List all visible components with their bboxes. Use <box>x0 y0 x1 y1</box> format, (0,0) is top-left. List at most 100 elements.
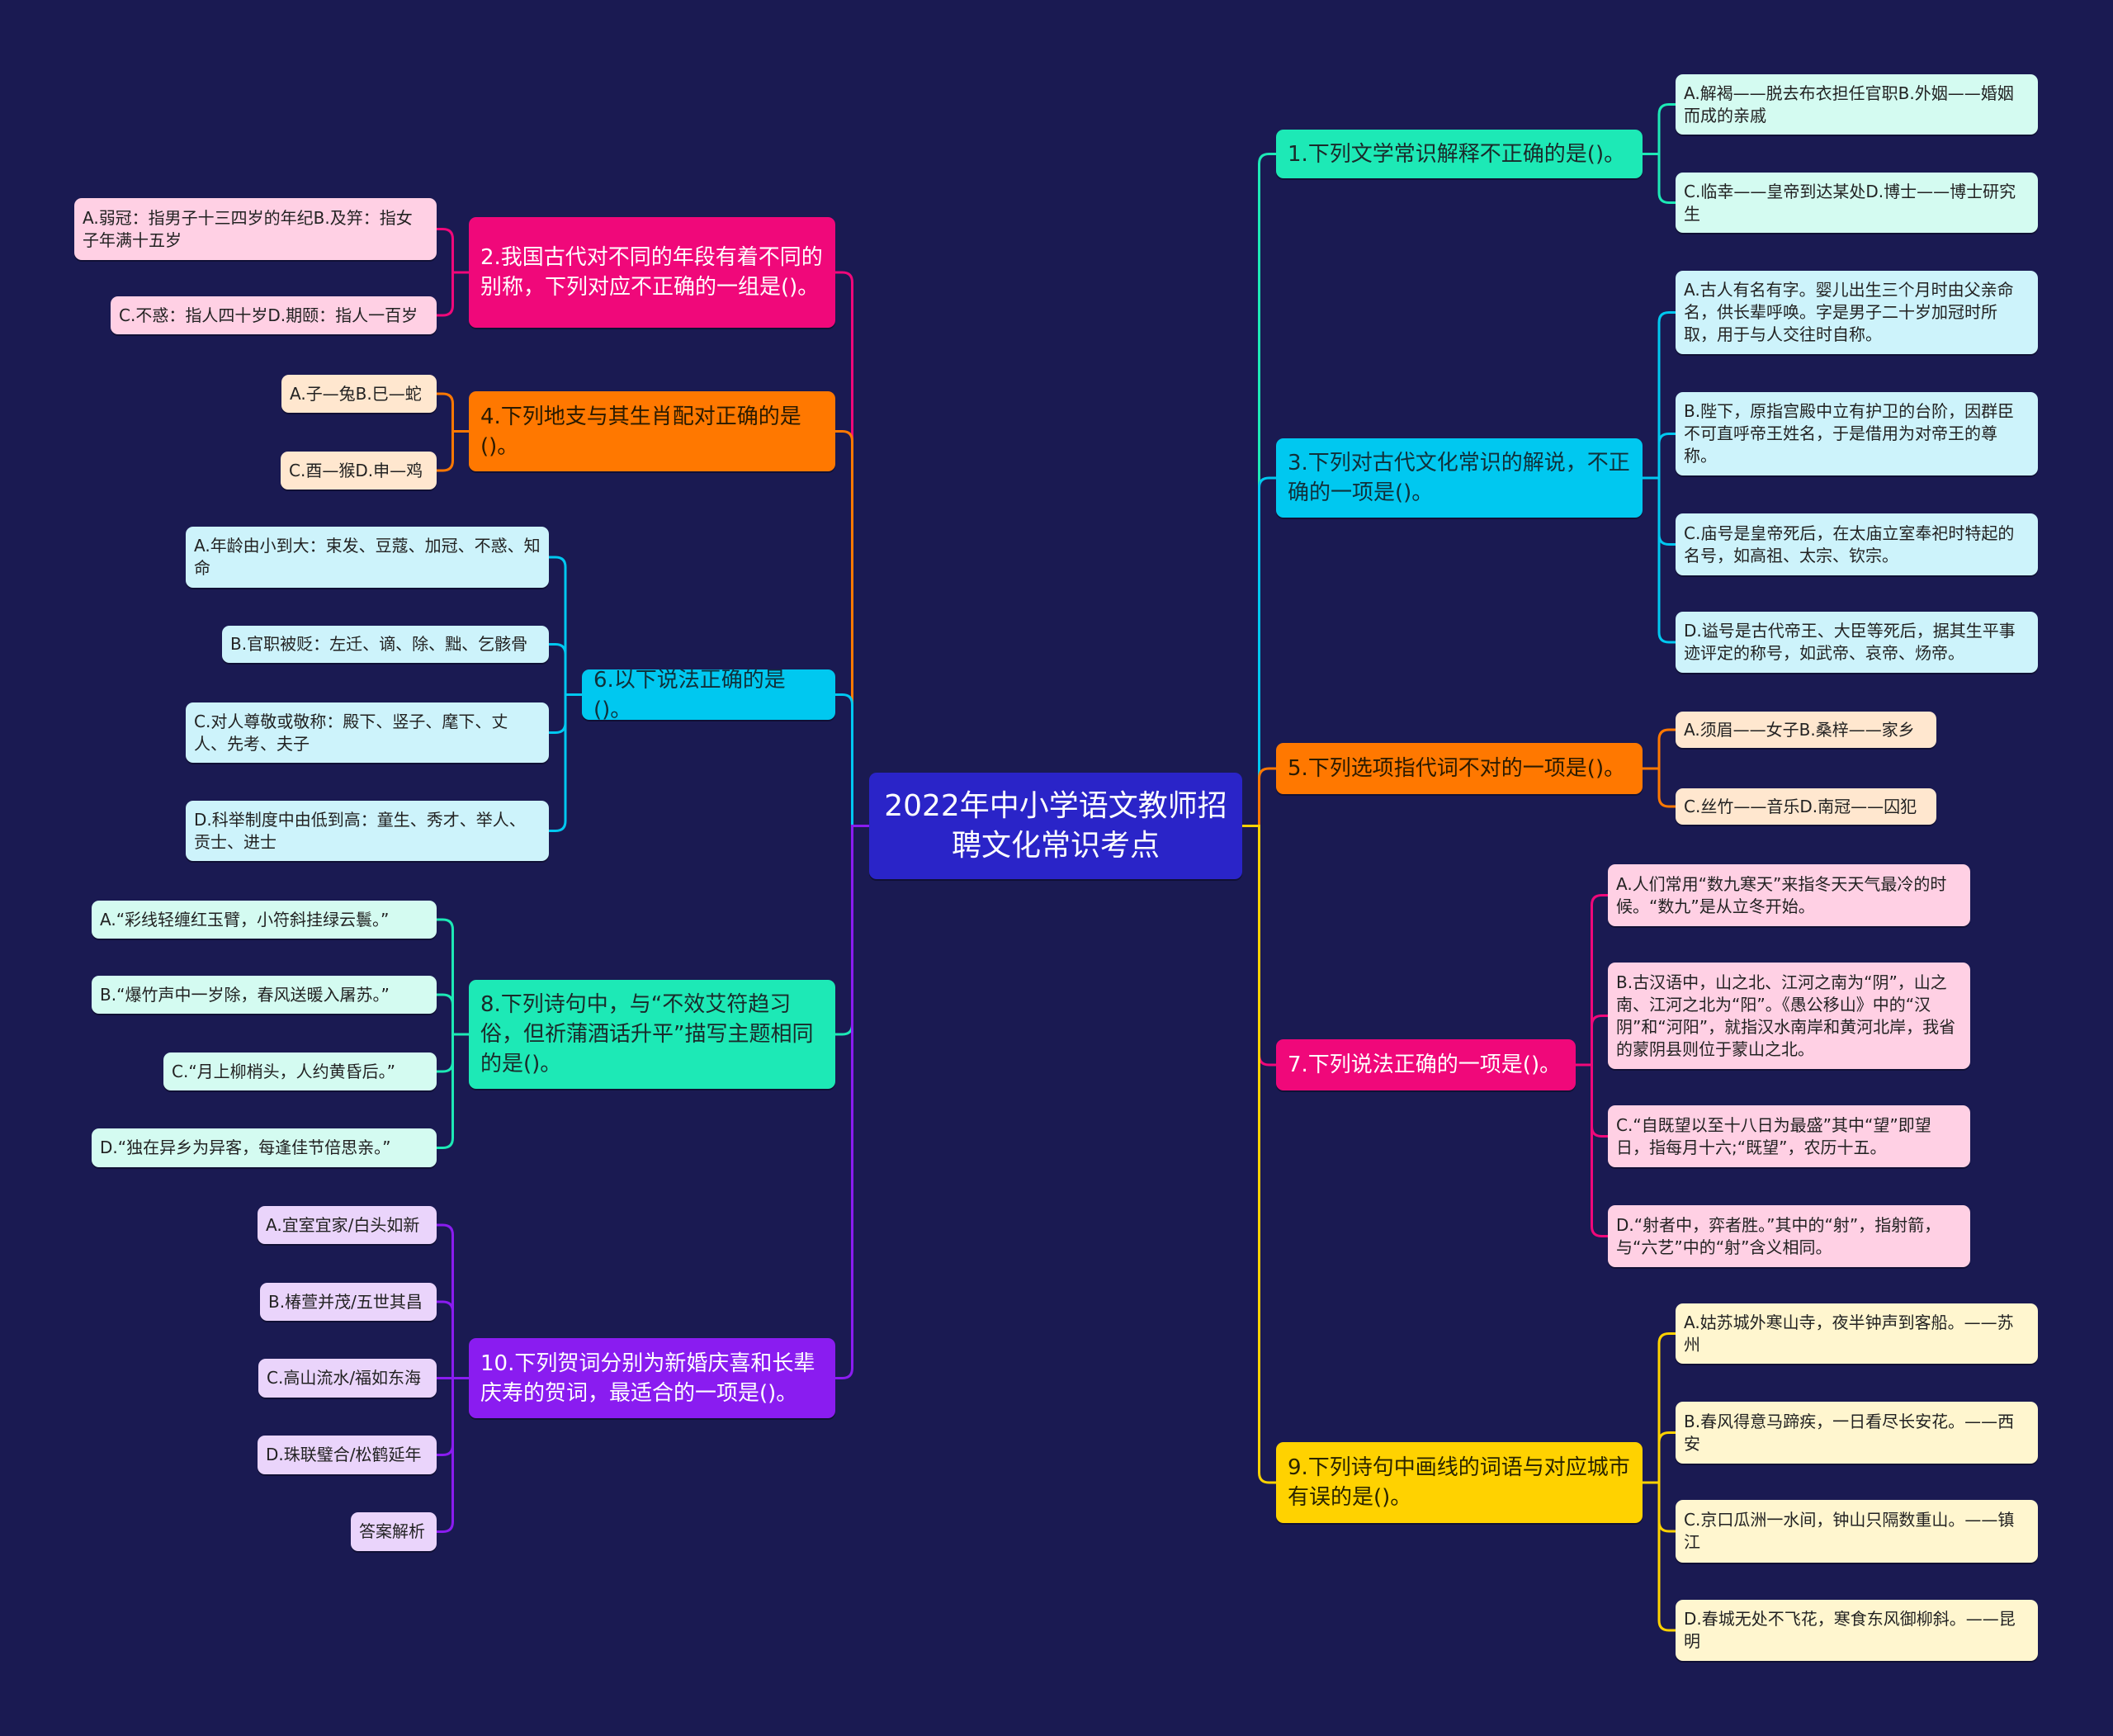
topic-label: 10.下列贺词分别为新婚庆喜和长辈庆寿的贺词，最适合的一项是()。 <box>480 1350 815 1406</box>
connector-line <box>1643 767 1676 808</box>
option-q1-ab[interactable]: A.解褐——脱去布衣担任官职B.外姻——婚姻而成的亲戚 <box>1676 74 2038 135</box>
topic-q8[interactable]: 8.下列诗句中，与“不效艾符趋习俗，但祈蒲酒话升平”描写主题相同的是()。 <box>469 980 835 1089</box>
option-q3-a[interactable]: A.古人有名有字。婴儿出生三个月时由父亲命名，供长辈呼唤。字是男子二十岁加冠时所… <box>1676 271 2038 354</box>
topic-q9[interactable]: 9.下列诗句中画线的词语与对应城市有误的是()。 <box>1276 1442 1643 1523</box>
option-q10-b[interactable]: B.椿萱并茂/五世其昌 <box>260 1283 437 1321</box>
option-label: A.“彩线轻缠红玉臂，小符斜挂绿云鬟。” <box>100 909 390 929</box>
option-q10-c[interactable]: C.高山流水/福如东海 <box>258 1359 437 1398</box>
connector-line <box>1643 1332 1676 1484</box>
topic-q3[interactable]: 3.下列对古代文化常识的解说，不正确的一项是()。 <box>1276 438 1643 518</box>
option-q9-d[interactable]: D.春城无处不飞花，寒食东风御柳斜。——昆明 <box>1676 1600 2038 1661</box>
option-q3-b[interactable]: B.陛下，原指宫殿中立有护卫的台阶，因群臣不可直呼帝王姓名，于是借用为对帝王的尊… <box>1676 392 2038 475</box>
connector-line <box>1643 476 1676 644</box>
option-q8-a[interactable]: A.“彩线轻缠红玉臂，小符斜挂绿云鬟。” <box>92 901 437 939</box>
topic-q4[interactable]: 4.下列地支与其生肖配对正确的是()。 <box>469 391 835 471</box>
option-label: C.“月上柳梢头，人约黄昏后。” <box>172 1061 396 1081</box>
connector-line <box>1242 825 1276 1484</box>
central-topic[interactable]: 2022年中小学语文教师招聘文化常识考点 <box>869 773 1242 879</box>
option-label: A.年龄由小到大：束发、豆蔻、加冠、不惑、知命 <box>194 536 541 578</box>
option-q5-cd[interactable]: C.丝竹——音乐D.南冠——囚犯 <box>1676 788 1936 825</box>
topic-label: 7.下列说法正确的一项是()。 <box>1288 1052 1562 1077</box>
connector-line <box>1242 767 1276 827</box>
option-q6-d[interactable]: D.科举制度中由低到高：童生、秀才、举人、贡士、进士 <box>186 801 549 861</box>
connector-line <box>835 825 869 1379</box>
option-q10-d[interactable]: D.珠联璧合/松鹤延年 <box>258 1436 437 1474</box>
option-label: C.临幸——皇帝到达某处D.博士——博士研究生 <box>1684 181 2016 224</box>
connector-line <box>1643 433 1676 480</box>
option-q9-c[interactable]: C.京口瓜洲一水间，钟山只隔数重山。——镇江 <box>1676 1500 2038 1563</box>
option-q8-b[interactable]: B.“爆竹声中一岁除，春风送暖入屠苏。” <box>92 976 437 1014</box>
option-label: C.“自既望以至十八日为最盛”其中“望”即望日，指每月十六;“既望”，农历十五。 <box>1616 1114 1931 1157</box>
connector-line <box>1576 1015 1608 1067</box>
connector-line <box>437 392 469 433</box>
option-q7-a[interactable]: A.人们常用“数九寒天”来指冬天天气最冷的时候。“数九”是从立冬开始。 <box>1608 864 1970 926</box>
option-q7-b[interactable]: B.古汉语中，山之北、江河之南为“阴”，山之南、江河之北为“阳”。《愚公移山》中… <box>1608 963 1970 1069</box>
option-q9-a[interactable]: A.姑苏城外寒山寺，夜半钟声到客船。——苏州 <box>1676 1303 2038 1364</box>
option-label: A.宜室宜家/白头如新 <box>266 1214 420 1235</box>
topic-label: 3.下列对古代文化常识的解说，不正确的一项是()。 <box>1288 451 1630 505</box>
option-label: D.“独在异乡为异客，每逢佳节倍思亲。” <box>100 1138 391 1157</box>
option-q7-c[interactable]: C.“自既望以至十八日为最盛”其中“望”即望日，指每月十六;“既望”，农历十五。 <box>1608 1105 1970 1167</box>
option-label: A.须眉——女子B.桑梓——家乡 <box>1684 719 1915 740</box>
topic-q2[interactable]: 2.我国古代对不同的年段有着不同的别称，下列对应不正确的一组是()。 <box>469 217 835 328</box>
topic-label: 9.下列诗句中画线的词语与对应城市有误的是()。 <box>1288 1455 1630 1510</box>
connector-line <box>437 1377 469 1533</box>
connector-line <box>835 430 869 827</box>
option-label: A.古人有名有字。婴儿出生三个月时由父亲命名，供长辈呼唤。字是男子二十岁加冠时所… <box>1684 280 2014 344</box>
option-q3-d[interactable]: D.谥号是古代帝王、大臣等死后，据其生平事迹评定的称号，如武帝、哀帝、炀帝。 <box>1676 612 2038 673</box>
option-label: D.春城无处不飞花，寒食东风御柳斜。——昆明 <box>1684 1609 2016 1651</box>
answer-analysis-node[interactable]: 答案解析 <box>351 1512 437 1551</box>
option-q6-c[interactable]: C.对人尊敬或敬称：殿下、竖子、麾下、丈人、先考、夫子 <box>186 702 549 763</box>
topic-label: 2.我国古代对不同的年段有着不同的别称，下列对应不正确的一组是()。 <box>480 245 823 300</box>
option-label: C.京口瓜洲一水间，钟山只隔数重山。——镇江 <box>1684 1510 2015 1552</box>
connector-line <box>437 430 469 472</box>
option-q4-ab[interactable]: A.子—兔B.巳—蛇 <box>281 375 437 413</box>
connector-line <box>1643 1431 1676 1484</box>
option-q2-ab[interactable]: A.弱冠：指男子十三四岁的年纪B.及笄：指女子年满十五岁 <box>74 198 437 260</box>
topic-q5[interactable]: 5.下列选项指代词不对的一项是()。 <box>1276 743 1643 794</box>
connector-line <box>1576 894 1608 1067</box>
option-label: D.“射者中，弈者胜。”其中的“射”，指射箭，与“六艺”中的“射”含义相同。 <box>1616 1214 1941 1257</box>
option-label: C.高山流水/福如东海 <box>267 1368 422 1388</box>
option-q6-b[interactable]: B.官职被贬：左迁、谪、除、黜、乞骸骨 <box>222 626 549 663</box>
option-label: D.谥号是古代帝王、大臣等死后，据其生平事迹评定的称号，如武帝、哀帝、炀帝。 <box>1684 621 2016 663</box>
option-q8-c[interactable]: C.“月上柳梢头，人约黄昏后。” <box>163 1052 437 1090</box>
option-q2-cd[interactable]: C.不惑：指人四十岁D.期颐：指人一百岁 <box>111 296 437 334</box>
connector-line <box>437 271 469 317</box>
option-label: B.春风得意马蹄疾，一日看尽长安花。——西安 <box>1684 1411 2015 1454</box>
option-q10-a[interactable]: A.宜室宜家/白头如新 <box>258 1206 437 1244</box>
option-q1-cd[interactable]: C.临幸——皇帝到达某处D.博士——博士研究生 <box>1676 173 2038 233</box>
connector-line <box>437 1223 469 1379</box>
option-label: A.姑苏城外寒山寺，夜半钟声到客船。——苏州 <box>1684 1312 2014 1355</box>
option-q6-a[interactable]: A.年龄由小到大：束发、豆蔻、加冠、不惑、知命 <box>186 527 549 588</box>
option-label: 答案解析 <box>359 1521 425 1541</box>
topic-label: 8.下列诗句中，与“不效艾符趋习俗，但祈蒲酒话升平”描写主题相同的是()。 <box>480 992 814 1076</box>
option-q7-d[interactable]: D.“射者中，弈者胜。”其中的“射”，指射箭，与“六艺”中的“射”含义相同。 <box>1608 1205 1970 1267</box>
topic-q7[interactable]: 7.下列说法正确的一项是()。 <box>1276 1039 1576 1090</box>
connector-line <box>1242 476 1276 827</box>
option-q5-ab[interactable]: A.须眉——女子B.桑梓——家乡 <box>1676 712 1936 748</box>
option-q4-cd[interactable]: C.酉—猴D.申—鸡 <box>281 452 437 490</box>
topic-q6[interactable]: 6.以下说法正确的是()。 <box>582 668 835 722</box>
option-q3-c[interactable]: C.庙号是皇帝死后，在太庙立室奉祀时特起的名号，如高祖、太宗、钦宗。 <box>1676 513 2038 575</box>
topic-q1[interactable]: 1.下列文学常识解释不正确的是()。 <box>1276 130 1643 178</box>
connector-line <box>437 918 469 1036</box>
connector-line <box>437 228 469 274</box>
topic-label: 6.以下说法正确的是()。 <box>593 667 786 722</box>
option-q8-d[interactable]: D.“独在异乡为异客，每逢佳节倍思亲。” <box>92 1128 437 1167</box>
option-label: A.弱冠：指男子十三四岁的年纪B.及笄：指女子年满十五岁 <box>83 207 413 250</box>
option-label: D.科举制度中由低到高：童生、秀才、举人、贡士、进士 <box>194 809 526 852</box>
topic-q10[interactable]: 10.下列贺词分别为新婚庆喜和长辈庆寿的贺词，最适合的一项是()。 <box>469 1338 835 1418</box>
connector-line <box>1643 1481 1676 1632</box>
option-q9-b[interactable]: B.春风得意马蹄疾，一日看尽长安花。——西安 <box>1676 1402 2038 1464</box>
option-label: C.不惑：指人四十岁D.期颐：指人一百岁 <box>119 305 418 325</box>
option-label: B.官职被贬：左迁、谪、除、黜、乞骸骨 <box>230 634 528 654</box>
connector-line <box>835 271 869 827</box>
option-label: C.丝竹——音乐D.南冠——囚犯 <box>1684 796 1917 816</box>
option-label: C.酉—猴D.申—鸡 <box>289 460 423 480</box>
topic-label: 5.下列选项指代词不对的一项是()。 <box>1288 756 1626 781</box>
topic-label: 4.下列地支与其生肖配对正确的是()。 <box>480 404 801 459</box>
connector-line <box>437 1300 469 1379</box>
connector-line <box>549 643 582 696</box>
